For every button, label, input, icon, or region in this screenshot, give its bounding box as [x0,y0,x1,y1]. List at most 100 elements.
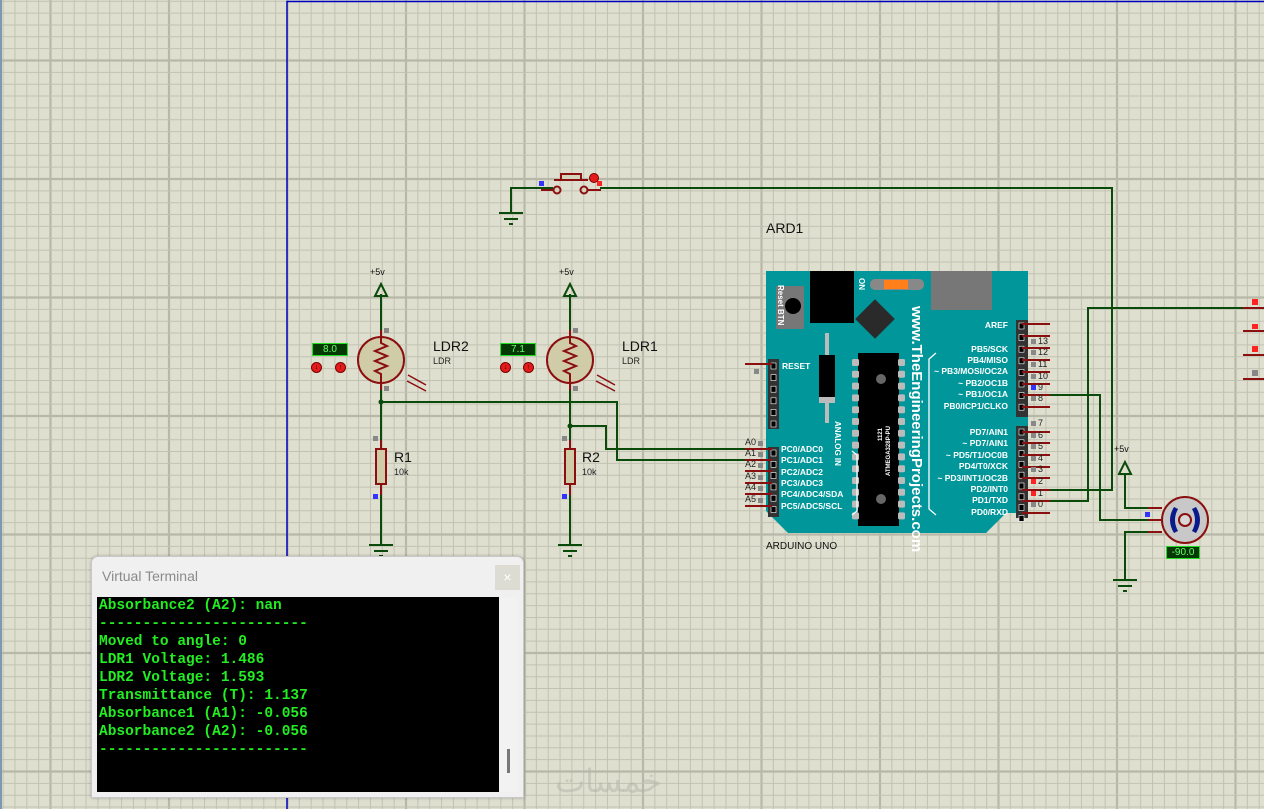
ldr2-decrease-button[interactable]: ↓ [311,362,322,373]
pin-number: 4 [1038,453,1044,463]
r1-symbol [373,436,387,499]
terminal-titlebar[interactable]: Virtual Terminal × [92,557,523,595]
reset-pin-label: RESET [782,361,811,371]
ldr2-type: LDR [433,356,452,366]
pin-number: 1 [1038,488,1044,498]
terminal-output[interactable]: Absorbance2 (A2): nan ------------------… [97,597,499,792]
digital-pin-label: PD2/INT0 [970,484,1008,494]
arduino-part: ARDUINO UNO [766,541,838,552]
pin-number: A1 [745,448,757,458]
terminal-title: Virtual Terminal [102,568,198,584]
servo-motor [1145,496,1209,544]
pin-number: 6 [1038,430,1044,440]
digital-pin-label: ~ PB1/OC1A [958,389,1008,399]
scrollbar-thumb[interactable] [507,749,510,773]
junction [378,399,384,405]
diode [819,355,835,397]
wires [380,187,1245,580]
digital-pin-label: PD7/AIN1 [969,427,1008,437]
chip-label: ATMEGA328P-PU [886,426,892,476]
ground-icon [558,544,582,557]
power-label: +5v [559,267,574,277]
pin-number: A0 [745,437,757,447]
pin-number: A4 [745,482,757,492]
analog-pin-label: PC3/ADC3 [781,477,824,488]
analog-pin-label: PC5/ADC5/SCL [781,500,843,511]
terminal-scrollbar[interactable] [500,597,517,792]
virtual-terminal-window[interactable]: Virtual Terminal × Absorbance2 (A2): nan… [91,556,524,798]
pin-state-high [597,181,602,186]
ground-icon [1113,579,1137,592]
ldr1-increase-button[interactable]: ↑ [523,362,534,373]
pin-number: 3 [1038,464,1044,474]
ldr1-light-readout: 7.1 [500,343,536,356]
pin-number: 2 [1038,476,1044,486]
pin-number: A3 [745,471,757,481]
power-arrow-icon [562,281,578,297]
usb-port [931,271,992,310]
pin-number: 7 [1038,418,1044,428]
power-jack [810,271,854,323]
wire-servo-gnd [1124,531,1148,580]
r2-ref: R2 [582,449,600,465]
pin-number: 11 [1038,359,1048,369]
arduino-ref: ARD1 [766,220,804,236]
pin-number: A5 [745,494,757,504]
analog-pin-label: PC2/ADC2 [781,466,824,477]
ldr2-increase-button[interactable]: ↑ [335,362,346,373]
reset-btn-label: Reset BTN [776,285,785,326]
digital-pin-label: PB5/SCK [971,344,1008,354]
digital-pin-label: PB0/ICP1/CLKO [943,401,1008,411]
push-button[interactable] [541,173,601,195]
ldr1-ref: LDR1 [622,338,658,354]
watermark: خمسات [555,762,662,800]
on-label: ON [857,278,866,290]
button-toggle-icon[interactable] [589,173,599,183]
ground-icon [499,212,523,225]
power-arrow-icon [373,281,389,298]
wire-ldr2-a1 [381,401,745,461]
ldr1-decrease-button[interactable]: ↓ [500,362,511,373]
chip-code: 1121 [878,427,884,441]
power-arrow-icon [1117,459,1133,475]
digital-pin-label: PB4/MISO [967,355,1008,365]
wire-servo-5v [1124,474,1148,509]
servo-angle-readout: -90.0 [1166,546,1200,559]
power-label: +5v [370,267,385,277]
ldr2-light-readout: 8.0 [312,343,348,356]
wire-pin1-out [1022,307,1245,502]
sheet-border [286,0,1264,809]
arduino-uno-board[interactable]: Reset BTN ON www.TheEngineeringProjects.… [766,271,1028,552]
pin-number: 12 [1038,347,1049,357]
junction [567,423,573,429]
digital-pin-label: PD4/T0/XCK [958,461,1008,471]
analog-pin-label: PC1/ADC1 [781,455,824,466]
r2-value: 10k [582,467,597,477]
usb-chip [855,299,895,339]
ldr1-symbol [546,328,616,392]
pin-number: 0 [1038,499,1044,509]
close-button[interactable]: × [495,565,520,590]
brand-text: www.TheEngineeringProjects.com [908,306,925,553]
digital-pin-label: AREF [984,320,1008,330]
digital-pin-label: ~ PD3/INT1/OC2B [937,473,1008,483]
digital-pin-label: PD0/RXD [971,507,1008,517]
pin-state-low [539,181,544,186]
digital-pin-label: PD1/TXD [972,495,1008,505]
right-connector [1243,299,1264,380]
analog-pin-label: PC0/ADC0 [781,444,824,454]
r2-symbol [562,436,576,499]
power-terminals [373,281,1133,475]
pin-number: 10 [1038,371,1049,381]
ldr1-type: LDR [622,356,641,366]
digital-pin-label: ~ PD5/T1/OC0B [945,450,1008,460]
digital-pin-label: ~ PD7/AIN1 [962,438,1008,448]
r1-ref: R1 [394,449,412,465]
analog-pin-label: PC4/ADC4/SDA [781,489,844,500]
r1-value: 10k [394,467,409,477]
ldr2-symbol [357,328,427,392]
pin-number: 9 [1038,382,1044,392]
wire-button-ground [510,187,553,212]
wire-pin9-servo [1022,394,1148,521]
pin-number: A2 [745,459,757,469]
